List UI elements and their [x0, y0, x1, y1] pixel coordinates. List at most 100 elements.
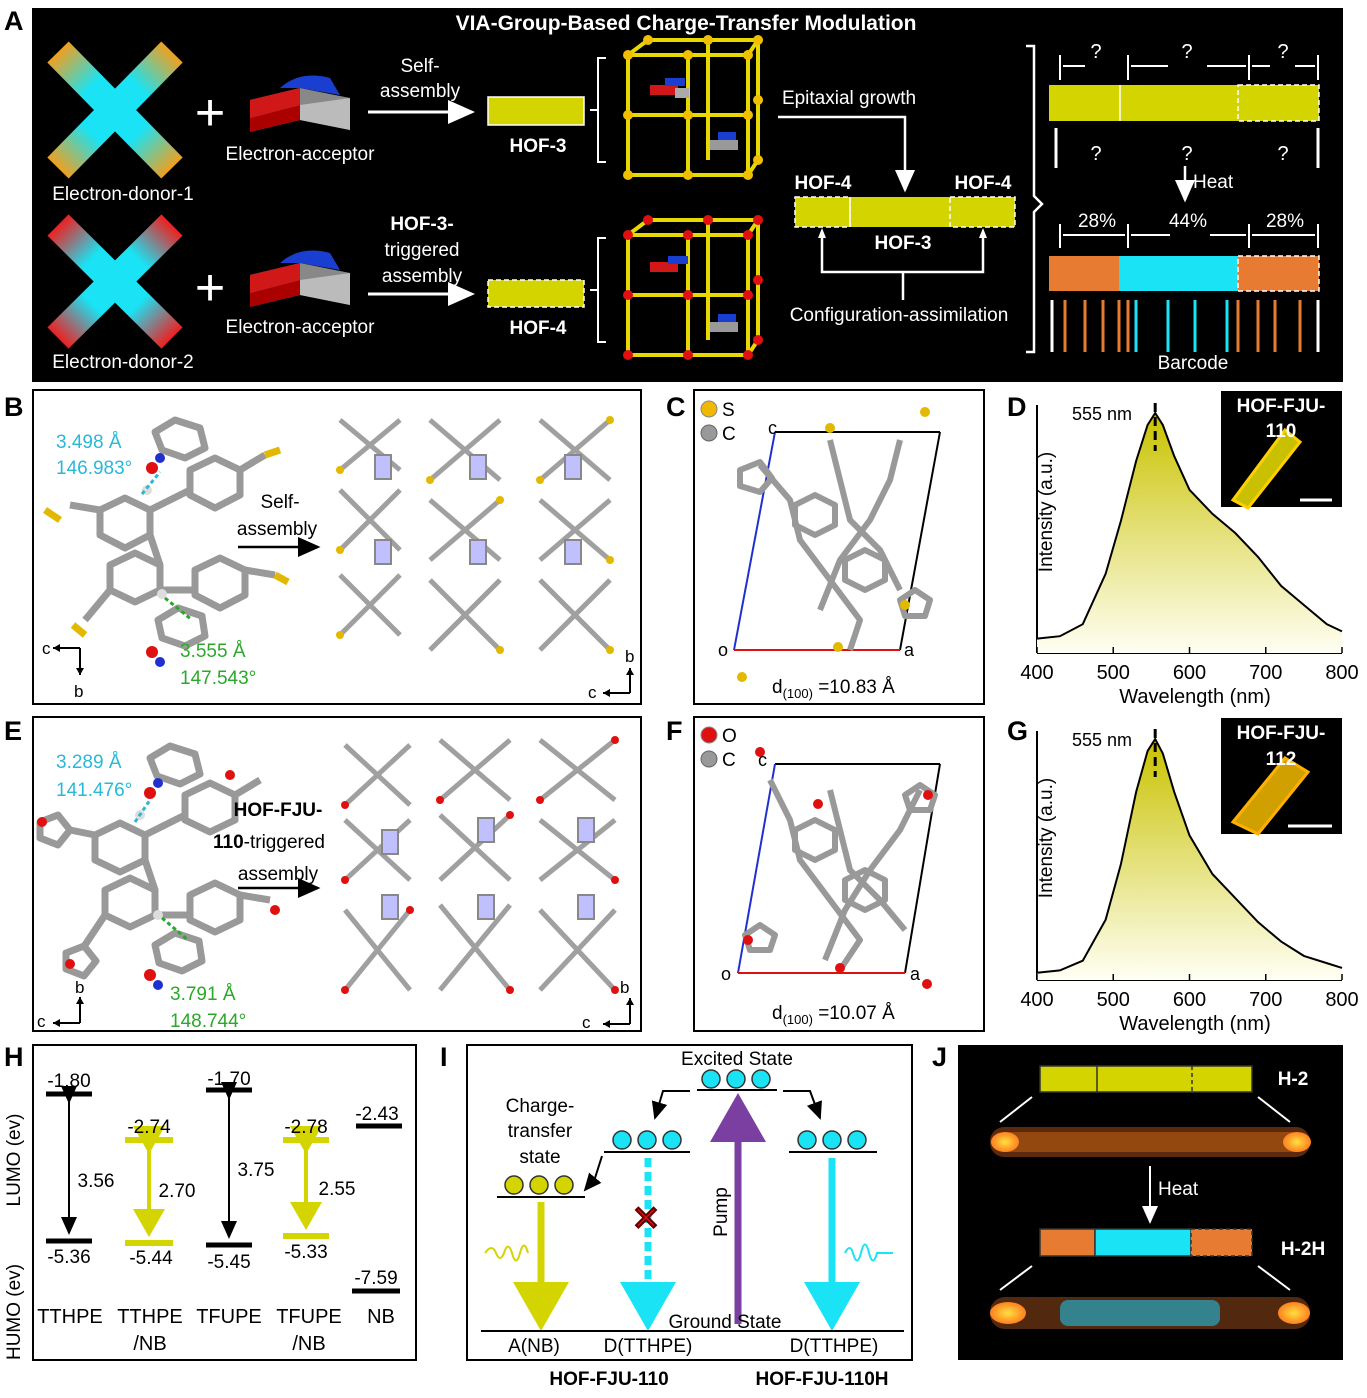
acceptor-2-label: Electron-acceptor: [226, 317, 376, 338]
i-yellow-photon-icon: [484, 1244, 529, 1262]
panel-label-f: F: [666, 716, 683, 746]
panel-label-a: A: [4, 6, 24, 36]
i-ct-electrons: [504, 1175, 574, 1195]
hof3-rod: [487, 96, 585, 126]
d-xlabel: Wavelength (nm): [1119, 686, 1271, 708]
c-label-c: c: [768, 418, 777, 438]
j-zoom-line-left: [999, 1096, 1033, 1123]
i-a-nb-label: A(NB): [508, 1336, 560, 1357]
h-tfupe-nb-gap: 2.55: [319, 1179, 356, 1200]
question-2: ?: [1181, 41, 1192, 63]
j-zoom-line-right-2: [1257, 1265, 1291, 1291]
legend-sulfur-dot: [700, 400, 718, 418]
hof3-center-label: HOF-3: [875, 233, 932, 254]
e-packing-guests: [381, 817, 595, 920]
h-cat-tthpe: TTHPE: [37, 1306, 103, 1328]
j-crystal-before: [990, 1127, 1311, 1157]
b-axis-b: b: [74, 682, 83, 701]
hof3-bracket: [590, 57, 606, 163]
b-distance-2: 3.555 Å: [180, 641, 246, 662]
g-inset-label-1: HOF-FJU-: [1237, 723, 1326, 744]
b-packing-sulfur: [336, 416, 614, 654]
hof4-right-label: HOF-4: [955, 173, 1012, 194]
spectrum-line: [1036, 411, 1343, 640]
c-molecules: [737, 439, 933, 651]
hof4-lattice-nodes: [623, 215, 763, 360]
x-tick-label: 600: [1173, 989, 1206, 1011]
b-axis-b2: b: [625, 647, 634, 666]
legend-carbon-label-f: C: [722, 750, 736, 771]
panel-c-frame: [693, 389, 985, 705]
donor-1-label: Electron-donor-1: [52, 184, 194, 205]
triggered-line1: HOF-3-: [390, 214, 453, 235]
panel-label-g: G: [1007, 716, 1028, 746]
hof3-lattice-nodes: [623, 35, 763, 180]
h-cat-tfupe-nb-1: TFUPE: [276, 1306, 342, 1328]
x-tick-label: 600: [1173, 662, 1206, 684]
e-arrow-line1: HOF-FJU-: [234, 800, 323, 821]
d-peak-label: 555 nm: [1072, 404, 1132, 424]
b-arrow-line2: assembly: [237, 519, 318, 540]
x-tick-label: 800: [1325, 989, 1358, 1011]
rod-before-heat: [1049, 84, 1320, 122]
j-heat-label: Heat: [1158, 1179, 1199, 1200]
acceptor-1-label: Electron-acceptor: [226, 144, 376, 165]
i-relax-right-arrow: [783, 1090, 822, 1120]
panel-label-b: B: [4, 392, 24, 422]
i-hof110-label: HOF-FJU-110: [549, 1369, 668, 1390]
h-lumo-axis: LUMO (ev): [4, 1114, 25, 1207]
i-pump-label: Pump: [711, 1187, 732, 1237]
i-d-tthpe-label-2: D(TTHPE): [790, 1336, 879, 1357]
question-1: ?: [1090, 41, 1101, 63]
e-distance-1: 3.289 Å: [56, 752, 122, 773]
molecule-b-nitro: [142, 453, 167, 667]
panel-b-frame: [32, 389, 642, 705]
e-axes-left: [53, 997, 84, 1027]
e-packing-oxygen: [341, 736, 619, 994]
g-peak-label: 555 nm: [1072, 730, 1132, 750]
legend-carbon-label: C: [722, 424, 736, 445]
c-sulfur-atoms: [737, 407, 930, 682]
electron-acceptor-magnet-icon: [250, 75, 350, 132]
i-relax-left-arrow: [651, 1090, 690, 1120]
e-arrow-line2: 110-triggered: [213, 832, 325, 853]
b-distance-1: 3.498 Å: [56, 432, 122, 453]
panel-label-e: E: [4, 716, 22, 746]
hof4-bracket: [590, 237, 606, 343]
hof4-label: HOF-4: [510, 318, 567, 339]
d-inset-crystal: [1230, 427, 1303, 510]
legend-oxygen-dot: [700, 726, 718, 744]
barcode-label: Barcode: [1158, 353, 1229, 374]
f-label-o: o: [721, 964, 731, 984]
h-tfupe-nb-homo: -5.33: [284, 1242, 327, 1263]
f-label-a: a: [910, 964, 921, 984]
hof3-label: HOF-3: [510, 136, 567, 157]
h-tfupe-homo: -5.45: [207, 1252, 250, 1273]
x-tick-label: 500: [1097, 662, 1130, 684]
e-distance-2: 3.791 Å: [170, 984, 236, 1005]
configuration-label: Configuration-assimilation: [790, 305, 1009, 326]
panel-label-i: I: [440, 1042, 448, 1072]
b-axes-right: [603, 668, 634, 697]
self-assembly-line1: Self-: [400, 56, 439, 77]
triggered-line2: triggered: [385, 240, 460, 261]
plus-icon: +: [195, 84, 225, 142]
i-ground-label: Ground State: [668, 1312, 781, 1333]
h-tthpe-nb-homo: -5.44: [129, 1248, 173, 1269]
i-ct-line3: state: [519, 1147, 560, 1168]
h-cat-tfupe-nb-2: /NB: [292, 1333, 325, 1355]
panel-label-j: J: [932, 1042, 947, 1072]
b-axes-left: [53, 644, 84, 675]
x-tick-label: 500: [1097, 989, 1130, 1011]
i-cyan-photon-icon: [844, 1243, 893, 1262]
heat-label: Heat: [1193, 172, 1234, 193]
h-nb-lumo: -2.43: [355, 1104, 398, 1125]
e-hbond-2: [161, 916, 189, 942]
h-tthpe-nb-lumo: -2.74: [127, 1117, 171, 1138]
g-xlabel: Wavelength (nm): [1119, 1013, 1271, 1035]
question-5: ?: [1181, 143, 1192, 165]
b-angle-2: 147.543°: [180, 668, 256, 689]
